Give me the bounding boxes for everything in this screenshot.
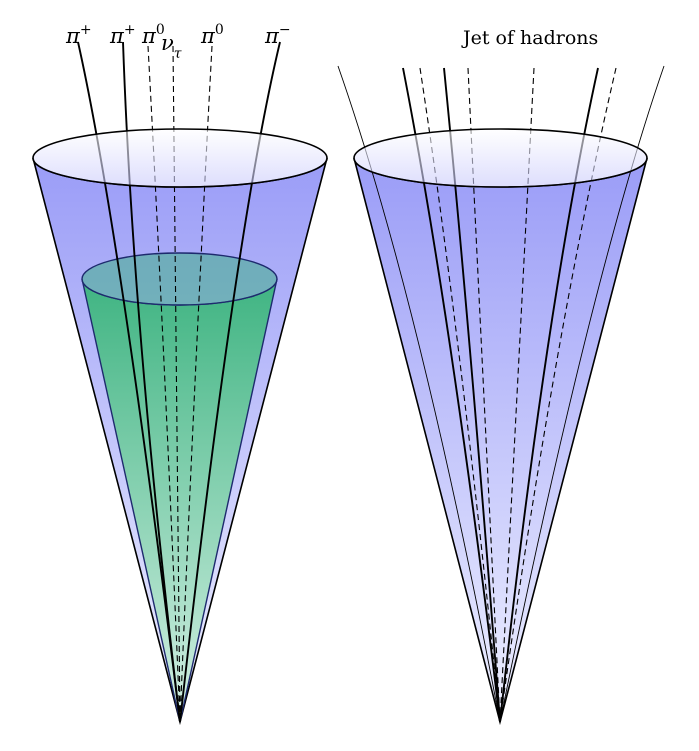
inner-cone-cap: [81, 252, 278, 306]
track-pi-plus-2: [122, 41, 181, 723]
jet-cone: Jet of hadrons: [337, 27, 665, 726]
jet-title: Jet of hadrons: [461, 27, 598, 49]
label-pi-zero-2: π0: [200, 22, 224, 48]
jet-track-thin-left: [337, 65, 501, 723]
jet-track-dashed-1: [419, 67, 501, 723]
tau-cone: π+ π+ π0 ντ π0 π−: [32, 22, 328, 726]
label-pi-plus-1: π+: [65, 22, 92, 48]
label-pi-plus-2: π+: [109, 22, 136, 48]
track-pi-minus: [179, 41, 281, 723]
jet-track-dashed-3: [499, 67, 535, 723]
jet-cone-cap: [353, 128, 648, 188]
label-nu-tau: ντ: [161, 31, 182, 62]
jet-track-dashed-4: [499, 67, 617, 723]
track-pi-plus-1: [77, 41, 181, 723]
jet-track-thin-right: [499, 65, 665, 723]
particle-labels: π+ π+ π0 ντ π0 π−: [65, 22, 291, 62]
outer-cone-cap: [32, 128, 328, 188]
track-pi-zero-1: [147, 45, 181, 723]
inner-cone-body: [81, 278, 278, 723]
label-pi-minus: π−: [264, 22, 291, 48]
jet-cone-body: [353, 157, 648, 726]
label-pi-zero-1: π0: [141, 22, 165, 48]
